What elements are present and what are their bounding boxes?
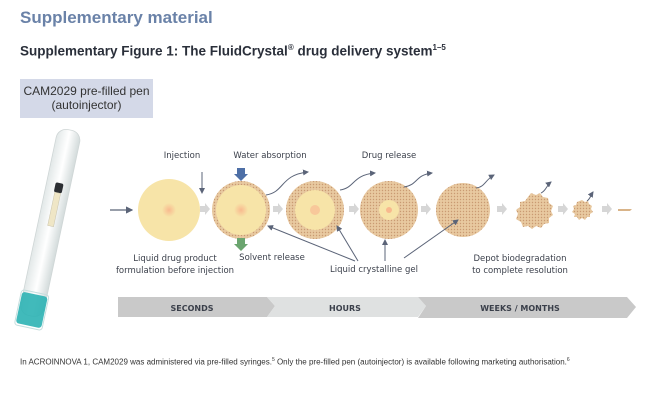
step-arrow <box>497 203 507 215</box>
step-arrow <box>421 203 431 215</box>
label-depot-line2: to complete resolution <box>472 266 568 276</box>
autoinjector-pen-icon <box>14 128 81 331</box>
drug-release-arrow <box>586 191 594 202</box>
gel-pointer-lines <box>267 219 459 262</box>
step-arrow <box>273 203 283 215</box>
step-arrow <box>349 203 359 215</box>
timeline-seconds <box>118 297 275 317</box>
step-arrow <box>602 203 612 215</box>
figure-title-refs: 1–5 <box>432 43 446 52</box>
stage-water-absorption <box>212 181 270 239</box>
timeline: SECONDS HOURS WEEKS / MONTHS <box>118 297 636 318</box>
drug-release-arrow <box>540 181 552 194</box>
stage-residual-depot <box>618 209 632 211</box>
stage-degrading-depot <box>516 193 553 229</box>
footnote-text2: Only the pre-filled pen (autoinjector) i… <box>274 357 567 367</box>
timeline-label-weeks-months: WEEKS / MONTHS <box>480 304 560 313</box>
label-liquid-drug-line2: formulation before injection <box>115 266 235 276</box>
pen-label-box: CAM2029 pre-filled pen (autoinjector) <box>20 79 153 118</box>
pen-label-line1: CAM2029 pre-filled pen <box>23 84 150 98</box>
figure-title-rest: drug delivery system <box>293 43 433 59</box>
label-injection: Injection <box>163 151 201 161</box>
step-arrow <box>200 203 210 215</box>
water-absorption-arrow-icon <box>234 168 248 181</box>
footnote-ref2: 6 <box>566 357 570 363</box>
label-liquid-drug-line1: Liquid drug product <box>133 254 217 264</box>
drug-release-arrow <box>475 174 495 189</box>
label-depot: Depot biodegradation to complete resolut… <box>470 253 570 277</box>
label-depot-line1: Depot biodegradation <box>473 254 567 264</box>
stage-gel-depot <box>360 181 418 239</box>
gel-pointer-arrow <box>336 225 359 262</box>
solvent-release-arrow-icon <box>234 238 248 251</box>
section-title: Supplementary material <box>20 8 213 27</box>
drug-release-arrow <box>403 170 433 188</box>
timeline-hours <box>267 297 426 317</box>
drug-release-arrow <box>265 169 309 196</box>
label-water-absorption: Water absorption <box>233 151 307 161</box>
label-liquid-crystalline-gel: Liquid crystalline gel <box>330 265 418 275</box>
timeline-weeks <box>418 297 636 318</box>
drug-release-arrow <box>339 170 376 191</box>
label-solvent-release: Solvent release <box>239 253 305 263</box>
gel-pointer-arrow <box>267 225 356 262</box>
footnote-text1: In ACROINNOVA 1, CAM2029 was administere… <box>20 357 272 367</box>
step-arrow <box>558 203 568 215</box>
pen-label-line2: (autoinjector) <box>51 98 122 112</box>
stage-small-depot <box>572 200 593 220</box>
footnote: In ACROINNOVA 1, CAM2029 was administere… <box>20 355 640 368</box>
stage-full-gel <box>436 183 490 237</box>
gel-pointer-arrow <box>403 219 459 259</box>
registered-mark: ® <box>287 43 294 52</box>
stage-liquid-drop <box>138 179 200 241</box>
label-drug-release: Drug release <box>361 151 417 161</box>
step-arrows <box>200 203 612 215</box>
timeline-label-seconds: SECONDS <box>171 304 214 313</box>
figure-title-text: Supplementary Figure 1: The FluidCrystal <box>20 43 288 59</box>
figure-title: Supplementary Figure 1: The FluidCrystal… <box>20 43 446 59</box>
footnote-ref1: 5 <box>271 357 275 363</box>
timeline-label-hours: HOURS <box>329 304 361 313</box>
stage-gel-forming <box>286 181 344 239</box>
label-liquid-drug: Liquid drug product formulation before i… <box>110 253 240 277</box>
